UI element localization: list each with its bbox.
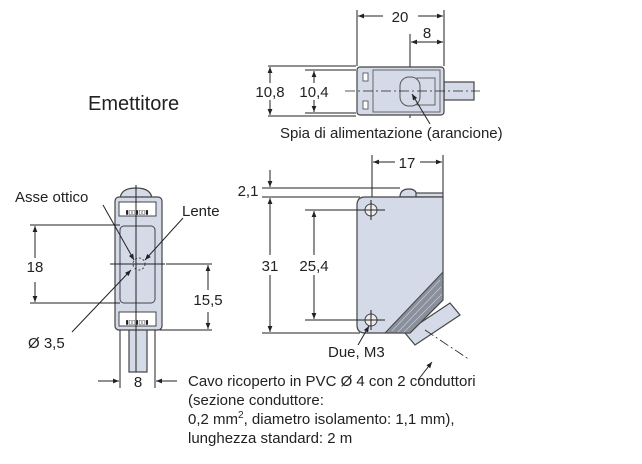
dim-holes: 25,4 (299, 258, 328, 275)
svg-text:▮▯▯▮▯▯▮: ▮▯▯▮▯▯▮ (125, 320, 148, 326)
dim-bump: 2,1 (238, 183, 259, 200)
svg-text:▮▯▯▮▯▯▮: ▮▯▯▮▯▯▮ (125, 210, 148, 216)
dim-led: 8 (423, 25, 431, 42)
top-view: 20 8 10,8 10,4 Spia di alimentazione (ar… (255, 9, 502, 142)
cable-note-line1: Cavo ricoperto in PVC Ø 4 con 2 condutto… (188, 373, 476, 390)
cable-note-line2: (sezione conduttore: (188, 392, 324, 409)
optical-axis-label: Asse ottico (15, 189, 88, 206)
dim-width: 8 (134, 374, 142, 391)
front-view: ▮▯▯▮▯▯▮ ▮▯▯▮▯▯▮ 18 15,5 Asse ottico Lent… (15, 185, 223, 391)
dim-window: 18 (27, 259, 44, 276)
led-label: Spia di alimentazione (arancione) (280, 125, 503, 142)
dim-length: 20 (392, 9, 409, 26)
emitter-title: Emettitore (88, 93, 179, 115)
dim-height: 31 (262, 258, 279, 275)
lens-label: Lente (182, 203, 220, 220)
dim-depth: 17 (399, 155, 416, 172)
dim-diameter: Ø 3,5 (28, 335, 65, 352)
dim-height-inner: 10,4 (299, 84, 328, 101)
cable-note-line3: 0,2 mm2, diametro isolamento: 1,1 mm), (188, 410, 455, 428)
dim-height-outer: 10,8 (255, 84, 284, 101)
cable-note: Cavo ricoperto in PVC Ø 4 con 2 condutto… (188, 373, 476, 447)
cable-note-line4: lunghezza standard: 2 m (188, 430, 352, 447)
dim-axis: 15,5 (193, 292, 222, 309)
holes-label: Due, M3 (328, 344, 385, 361)
side-view: 17 2,1 31 25,4 Due, M3 (238, 155, 471, 381)
